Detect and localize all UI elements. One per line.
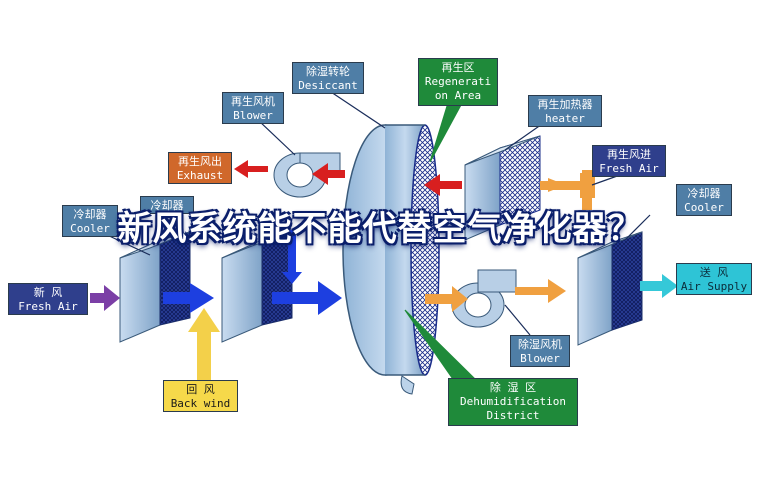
regeneration-area-label-en1: Regenerati — [424, 75, 492, 88]
cooler-label-3: 冷却器 Cooler — [676, 184, 732, 216]
cooler-label-1-cn: 冷却器 — [73, 208, 107, 221]
cooler-label-1: 冷却器 Cooler — [62, 205, 118, 237]
dehumidification-district-label-en2: District — [486, 409, 540, 422]
cooler-label-2-cn: 冷却器 — [150, 199, 184, 212]
dehumidification-blower-label: 除湿风机 Blower — [510, 335, 570, 367]
desiccant-wheel — [342, 124, 440, 395]
back-wind-label-cn: 回 风 — [186, 383, 215, 396]
regeneration-heater-label: 再生加热器 heater — [528, 95, 602, 127]
dehumidification-blower-label-cn: 除湿风机 — [518, 338, 562, 351]
cooler-label-2: 冷却器 — [140, 196, 194, 214]
regeneration-blower-label-cn: 再生风机 — [231, 95, 275, 108]
dehumidification-district-label: 除 湿 区 Dehumidification District — [448, 378, 578, 426]
regeneration-fresh-air-label-cn: 再生风进 — [607, 148, 651, 161]
fresh-air-label-en: Fresh Air — [18, 300, 78, 313]
regeneration-blower — [273, 152, 341, 198]
regeneration-fresh-air-label: 再生风进 Fresh Air — [592, 145, 666, 177]
dehumidification-district-label-en1: Dehumidification — [460, 395, 566, 408]
air-supply-label-en: Air Supply — [680, 280, 748, 293]
cooler-label-3-cn: 冷却器 — [687, 187, 721, 200]
air-supply-label-cn: 送 风 — [699, 266, 729, 279]
regeneration-area-label-cn: 再生区 — [441, 61, 475, 74]
cooler-label-3-en: Cooler — [684, 201, 724, 214]
regeneration-blower-label-en: Blower — [233, 109, 273, 122]
dehumidification-district-label-cn: 除 湿 区 — [489, 381, 537, 394]
desiccant-label-cn: 除湿转轮 — [306, 65, 350, 78]
air-supply-label: 送 风 Air Supply — [676, 263, 752, 295]
fresh-air-label: 新 风 Fresh Air — [8, 283, 88, 315]
regeneration-blower-label: 再生风机 Blower — [222, 92, 284, 124]
back-wind-label-en: Back wind — [170, 397, 231, 410]
desiccant-label: 除湿转轮 Desiccant — [292, 62, 364, 94]
regeneration-heater-label-cn: 再生加热器 — [537, 98, 593, 111]
desiccant-label-en: Desiccant — [298, 79, 358, 92]
regeneration-heater-label-en: heater — [545, 112, 585, 125]
fresh-air-label-cn: 新 风 — [33, 286, 63, 299]
exhaust-label-cn: 再生风出 — [178, 155, 222, 168]
dehumidification-blower — [451, 269, 517, 328]
overlay-title: 新风系统能不能代替空气净化器？ — [117, 209, 643, 249]
regeneration-area-label: 再生区 Regenerati on Area — [418, 58, 498, 106]
back-wind-label: 回 风 Back wind — [163, 380, 238, 412]
regeneration-area-label-en2: on Area — [434, 89, 482, 102]
exhaust-label: 再生风出 Exhaust — [168, 152, 232, 184]
air-flow-arrows — [90, 160, 678, 385]
regeneration-heater — [464, 135, 541, 241]
dehumidification-blower-label-en: Blower — [520, 352, 560, 365]
regeneration-fresh-air-label-en: Fresh Air — [599, 162, 659, 175]
exhaust-label-en: Exhaust — [176, 169, 224, 182]
cooler-label-1-en: Cooler — [70, 222, 110, 235]
